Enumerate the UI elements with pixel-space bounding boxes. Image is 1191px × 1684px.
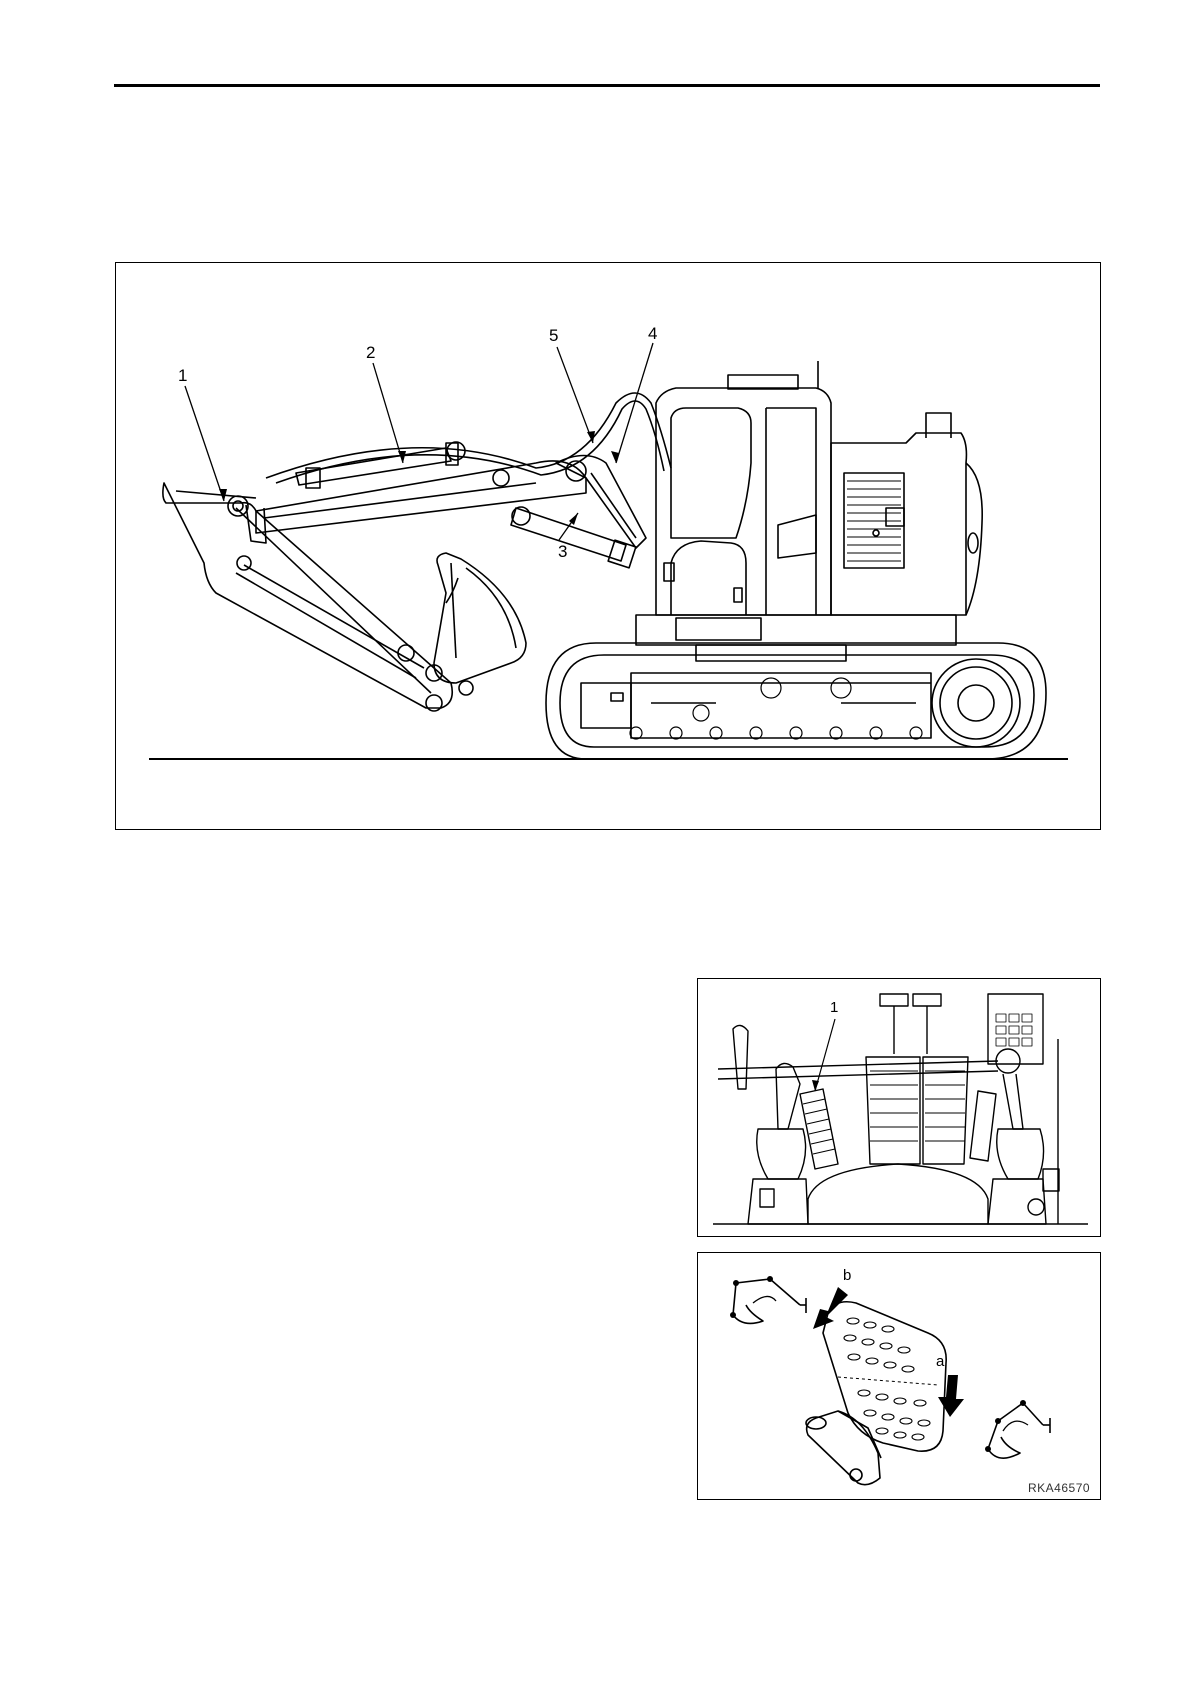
figure-code: RKA46570 (1028, 1481, 1090, 1495)
excavator-figure: 1 2 3 4 5 (115, 262, 1101, 830)
pedal-callout-b: b (843, 1267, 851, 1284)
pedal-callout-a: a (936, 1353, 944, 1370)
callout-2: 2 (366, 344, 375, 361)
excavator-drawing (116, 263, 1102, 831)
callout-3: 3 (558, 543, 567, 560)
pedal-operation-drawing (698, 1253, 1102, 1501)
cab-interior-figure: 1 (697, 978, 1101, 1237)
callout-4: 4 (648, 325, 657, 342)
header-rule (114, 84, 1100, 87)
callout-1: 1 (178, 367, 187, 384)
cab-callout-1: 1 (830, 999, 838, 1016)
cab-interior-drawing (698, 979, 1102, 1238)
pedal-operation-figure: a b RKA46570 (697, 1252, 1101, 1500)
callout-5: 5 (549, 327, 558, 344)
